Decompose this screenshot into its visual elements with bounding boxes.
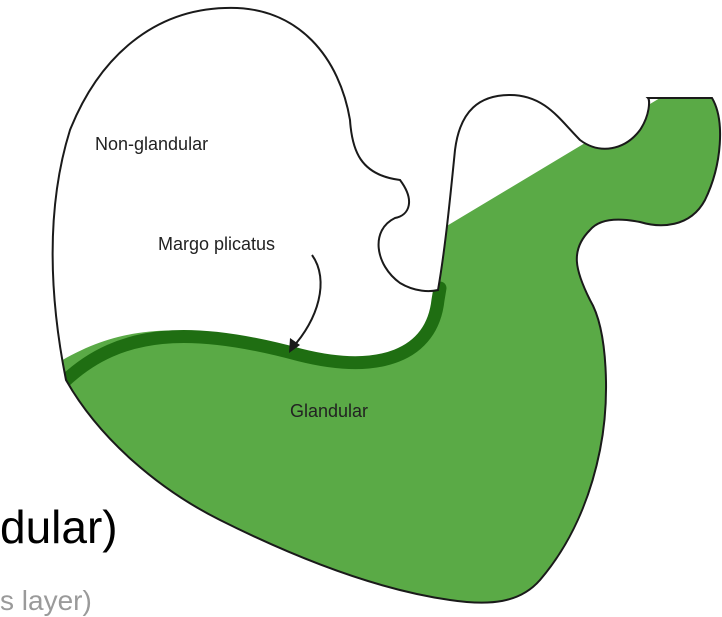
label-glandular: Glandular	[290, 401, 368, 421]
slide-text-line-2: s layer)	[0, 585, 92, 617]
label-margo-plicatus: Margo plicatus	[158, 234, 275, 254]
label-non-glandular: Non-glandular	[95, 134, 208, 154]
slide-text-line-1: dular)	[0, 500, 118, 554]
